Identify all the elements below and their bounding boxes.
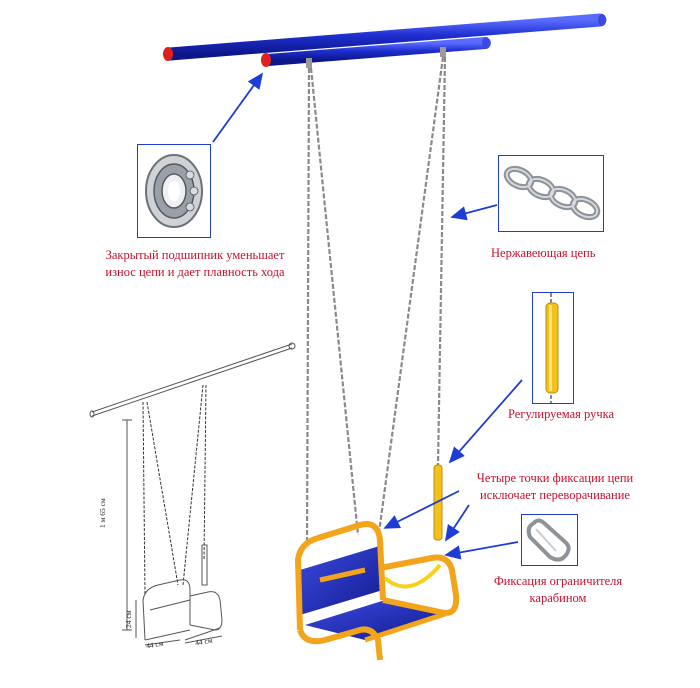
dim-height: 1 м 65 см — [98, 498, 107, 528]
yellow-handle-icon — [545, 293, 559, 403]
pointer-arrows — [212, 72, 523, 560]
bearing-label-line2: износ цепи и дает плавность хода — [105, 265, 285, 279]
bearing-label-line1: Закрытый подшипник уменьшает — [105, 248, 285, 262]
swing-seat — [295, 521, 460, 661]
ball-bearing-icon — [145, 154, 203, 228]
carabiner-label: Фиксация ограничителя карабином — [468, 573, 648, 607]
chain-inset — [498, 155, 604, 232]
bearing-inset — [137, 144, 211, 238]
dim-seat-height: 24 см — [124, 610, 133, 628]
bearing-label: Закрытый подшипник уменьшает износ цепи … — [80, 247, 310, 281]
carabiner-inset — [521, 514, 578, 566]
carabiner-label-line2: карабином — [529, 591, 587, 605]
carabiner-icon — [526, 518, 571, 562]
top-beams — [163, 13, 607, 68]
chain-links-icon — [503, 165, 601, 221]
handle-inset — [532, 292, 574, 404]
fix-points-line1: Четыре точки фиксации цепи — [476, 471, 634, 485]
fix-points-line2: исключает переворачивание — [480, 488, 630, 502]
technical-sketch — [89, 342, 296, 646]
handle-label: Регулируемая ручка — [508, 407, 615, 421]
chain-label: Нержавеющая цепь — [491, 246, 596, 260]
fix-points-label: Четыре точки фиксации цепи исключает пер… — [455, 470, 655, 504]
chains — [305, 56, 447, 546]
carabiner-label-line1: Фиксация ограничителя — [493, 574, 623, 588]
